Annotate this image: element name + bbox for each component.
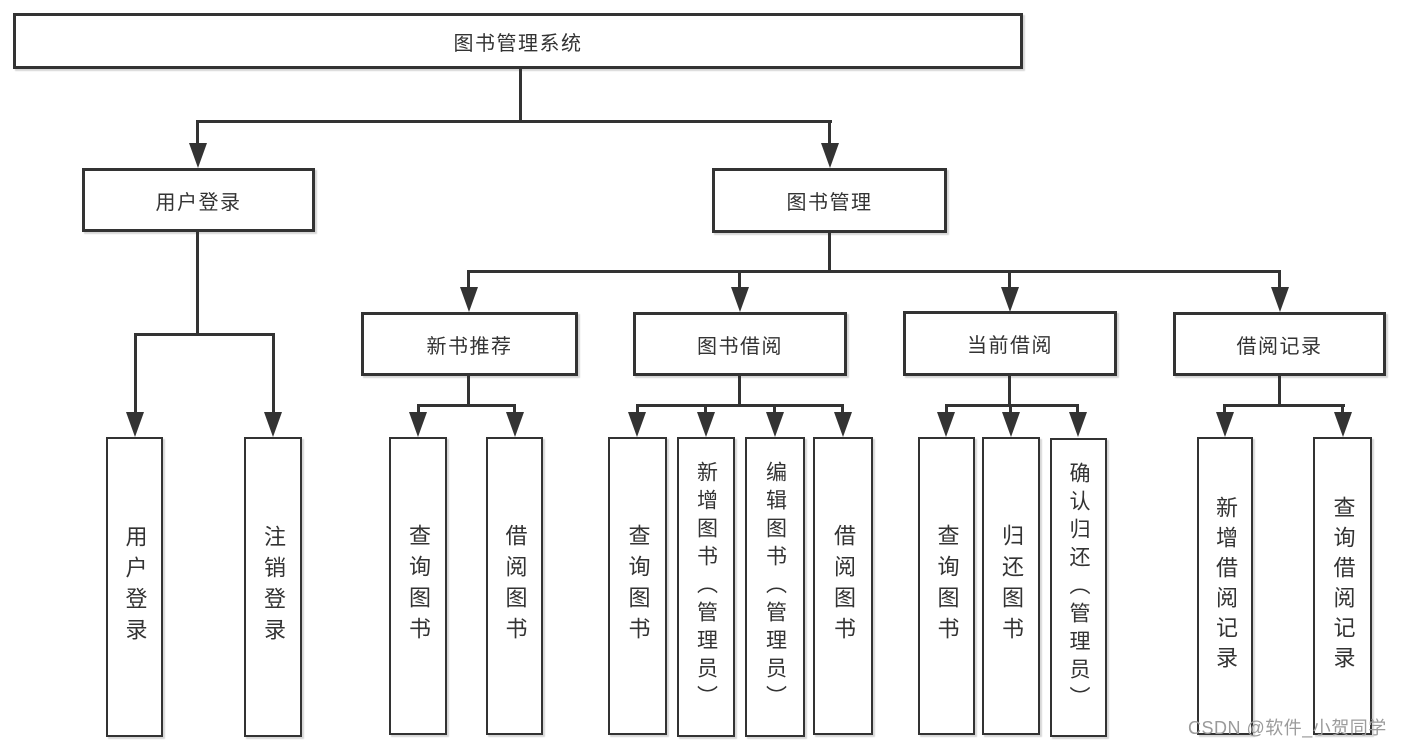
- leaf-bb-edit-books-admin-label: 编辑图书（管理员）: [763, 461, 787, 713]
- node-book-mgmt: 图书管理: [712, 168, 947, 233]
- connector-stub-book-borrow: [738, 270, 741, 290]
- arrow-down-icon: [1002, 412, 1020, 437]
- leaf-br-add-record-label: 新增借阅记录: [1213, 496, 1238, 676]
- arrow-down-icon: [834, 412, 852, 437]
- leaf-cb-query-books-label: 查询图书: [934, 524, 960, 648]
- node-root: 图书管理系统: [13, 13, 1023, 69]
- connector-borrow-records-trunk: [1278, 375, 1281, 406]
- connector-user-login-trunk: [196, 232, 199, 335]
- leaf-bb-add-books-admin-label: 新增图书（管理员）: [694, 461, 718, 713]
- connector-book-mgmt-trunk: [828, 233, 831, 272]
- connector-stub-current-borrow: [1008, 270, 1011, 290]
- connector-stub-book-mgmt: [828, 120, 831, 146]
- connector-level1-bus: [196, 120, 832, 123]
- leaf-bb-query-books: 查询图书: [608, 437, 667, 735]
- leaf-bb-query-books-label: 查询图书: [625, 524, 651, 648]
- connector-current-borrow-bus: [945, 404, 1079, 407]
- arrow-down-icon: [766, 412, 784, 437]
- connector-stub: [841, 404, 844, 414]
- node-new-book-rec-label: 新书推荐: [426, 335, 513, 358]
- node-borrow-records-label: 借阅记录: [1236, 335, 1323, 358]
- leaf-logout: 注销登录: [244, 437, 302, 737]
- connector-user-login-bus: [134, 333, 275, 336]
- arrow-down-icon: [126, 412, 144, 437]
- node-book-borrow: 图书借阅: [633, 312, 847, 376]
- arrow-down-icon: [937, 412, 955, 437]
- node-user-login-label: 用户登录: [155, 191, 242, 214]
- leaf-rec-query-books: 查询图书: [389, 437, 447, 735]
- leaf-rec-borrow-books-label: 借阅图书: [502, 524, 528, 648]
- node-book-mgmt-label: 图书管理: [786, 192, 873, 214]
- node-current-borrow-label: 当前借阅: [967, 335, 1053, 357]
- arrow-down-icon: [697, 412, 715, 437]
- arrow-down-icon: [628, 412, 646, 437]
- node-root-label: 图书管理系统: [453, 32, 583, 55]
- connector-stub-leaf-logout: [272, 333, 275, 414]
- arrow-down-icon: [506, 412, 524, 437]
- arrow-down-icon: [1334, 412, 1352, 437]
- connector-current-borrow-trunk: [1008, 376, 1011, 406]
- leaf-rec-borrow-books: 借阅图书: [486, 437, 543, 735]
- csdn-watermark: CSDN @软件_小贺同学: [1188, 718, 1387, 738]
- leaf-user-login: 用户登录: [106, 437, 163, 737]
- node-new-book-rec: 新书推荐: [361, 312, 578, 376]
- connector-stub: [1009, 404, 1012, 414]
- node-borrow-records: 借阅记录: [1173, 312, 1386, 376]
- connector-book-borrow-trunk: [738, 375, 741, 406]
- connector-stub: [704, 404, 707, 414]
- leaf-logout-label: 注销登录: [261, 525, 286, 649]
- connector-book-borrow-bus: [636, 404, 844, 407]
- arrow-down-icon: [264, 412, 282, 437]
- arrow-down-icon: [1069, 412, 1087, 437]
- connector-level2-bus: [467, 270, 1281, 273]
- leaf-rec-query-books-label: 查询图书: [406, 524, 431, 648]
- connector-stub: [773, 404, 776, 414]
- connector-new-book-rec-trunk: [467, 375, 470, 406]
- arrow-down-icon: [821, 143, 839, 168]
- arrow-down-icon: [460, 287, 478, 312]
- leaf-bb-borrow-books: 借阅图书: [813, 437, 873, 735]
- leaf-br-query-record: 查询借阅记录: [1313, 437, 1372, 735]
- leaf-cb-confirm-return-admin: 确认归还（管理员）: [1050, 438, 1107, 737]
- connector-stub: [945, 404, 948, 414]
- arrow-down-icon: [1216, 412, 1234, 437]
- node-current-borrow: 当前借阅: [903, 311, 1117, 376]
- connector-stub: [636, 404, 639, 414]
- leaf-bb-edit-books-admin: 编辑图书（管理员）: [745, 437, 805, 737]
- leaf-user-login-label: 用户登录: [122, 525, 148, 649]
- leaf-br-add-record: 新增借阅记录: [1197, 437, 1253, 735]
- connector-stub: [513, 404, 516, 414]
- arrow-down-icon: [731, 287, 749, 312]
- connector-stub: [1341, 404, 1344, 414]
- connector-stub: [1076, 404, 1079, 414]
- connector-new-book-rec-bus: [417, 404, 516, 407]
- leaf-bb-borrow-books-label: 借阅图书: [831, 524, 856, 648]
- leaf-cb-return-books-label: 归还图书: [999, 524, 1024, 648]
- leaf-cb-confirm-return-admin-label: 确认归还（管理员）: [1067, 461, 1090, 714]
- arrow-down-icon: [1271, 287, 1289, 312]
- arrow-down-icon: [1001, 287, 1019, 312]
- connector-stub: [1223, 404, 1226, 414]
- connector-stub-new-book-rec: [467, 270, 470, 290]
- connector-stub-borrow-records: [1278, 270, 1281, 290]
- leaf-cb-return-books: 归还图书: [982, 437, 1040, 735]
- leaf-br-query-record-label: 查询借阅记录: [1330, 496, 1356, 676]
- arrow-down-icon: [409, 412, 427, 437]
- leaf-cb-query-books: 查询图书: [918, 437, 975, 735]
- connector-stub-user-login: [196, 120, 199, 146]
- leaf-bb-add-books-admin: 新增图书（管理员）: [677, 437, 735, 737]
- connector-root-trunk: [519, 69, 522, 120]
- connector-stub: [417, 404, 420, 414]
- connector-borrow-records-bus: [1223, 404, 1345, 407]
- node-book-borrow-label: 图书借阅: [697, 335, 783, 358]
- arrow-down-icon: [189, 143, 207, 168]
- connector-stub-leaf-user-login: [134, 333, 137, 414]
- node-user-login: 用户登录: [82, 168, 315, 232]
